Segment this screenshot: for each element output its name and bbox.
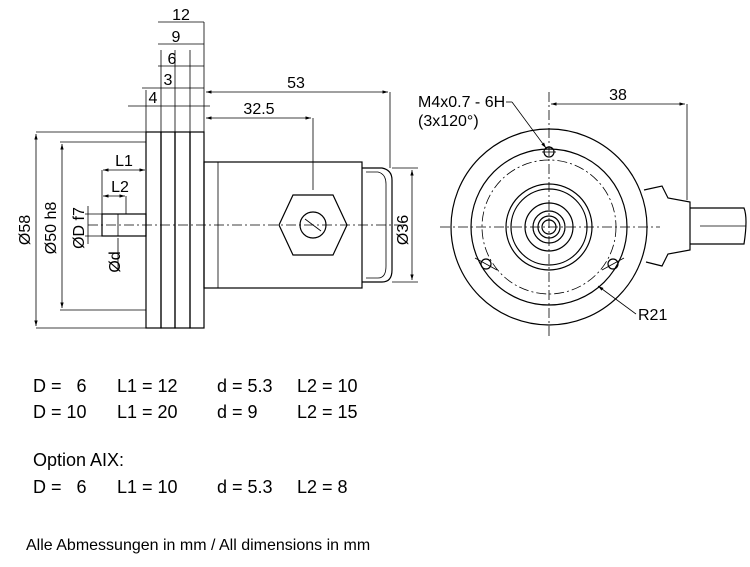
- table-cell: L1 = 10: [117, 477, 178, 497]
- table-cell: L2 = 10: [297, 376, 358, 396]
- table-cell: D = 6: [33, 477, 87, 497]
- table-cell: L1 = 20: [117, 402, 178, 422]
- dim-dia-58-label: Ø58: [17, 215, 34, 245]
- dim-6-label: 6: [168, 51, 177, 68]
- radius-label: R21: [638, 307, 667, 324]
- dim-32-5-label: 32.5: [243, 101, 274, 118]
- table-cell: d = 5.3: [217, 376, 273, 396]
- table-cell: D = 10: [33, 402, 87, 422]
- table-cell: L2 = 15: [297, 402, 358, 422]
- flange-plate-1: [145, 131, 162, 329]
- dim-12-label: 12: [172, 7, 190, 24]
- connector-hex: [278, 194, 348, 256]
- cable-gland: [643, 185, 691, 267]
- side-view: 12 9 6 3 4 53 32.5 L1 L2 Ø58 Ø50 h8 ØD f…: [17, 7, 418, 329]
- dim-dia-small-d-label: Ød: [107, 251, 124, 272]
- table-cell: D = 6: [33, 376, 87, 396]
- bolt-hole-left: [480, 258, 492, 270]
- dim-38-label: 38: [609, 87, 627, 104]
- dim-l2-label: L2: [111, 179, 129, 196]
- rear-cap: [362, 167, 393, 283]
- thread-count-label: (3x120°): [418, 113, 479, 130]
- option-label: Option AIX:: [33, 450, 125, 470]
- dim-dia-50-label: Ø50 h8: [43, 202, 60, 255]
- front-view: 38 M4x0.7 - 6H (3x120°) R21: [418, 87, 747, 338]
- bolt-hole-right: [607, 258, 619, 270]
- dim-dia-36-label: Ø36: [395, 215, 412, 245]
- dim-9-label: 9: [172, 29, 181, 46]
- cable: [690, 207, 747, 245]
- dim-l1-label: L1: [115, 153, 133, 170]
- table-cell: L2 = 8: [297, 477, 348, 497]
- flange-plate-3: [174, 131, 191, 329]
- dim-dia-d-f7-label: ØD f7: [71, 207, 88, 249]
- footer-note: Alle Abmessungen in mm / All dimensions …: [26, 537, 371, 554]
- dim-53-label: 53: [287, 75, 305, 92]
- dim-4-label: 4: [149, 90, 158, 107]
- thread-spec-label: M4x0.7 - 6H: [418, 94, 505, 111]
- table-cell: d = 5.3: [217, 477, 273, 497]
- flange-plate-4: [189, 131, 205, 329]
- table-cell: d = 9: [217, 402, 258, 422]
- dim-3-label: 3: [164, 72, 173, 89]
- table-cell: L1 = 12: [117, 376, 178, 396]
- flange-plate-2: [160, 131, 176, 329]
